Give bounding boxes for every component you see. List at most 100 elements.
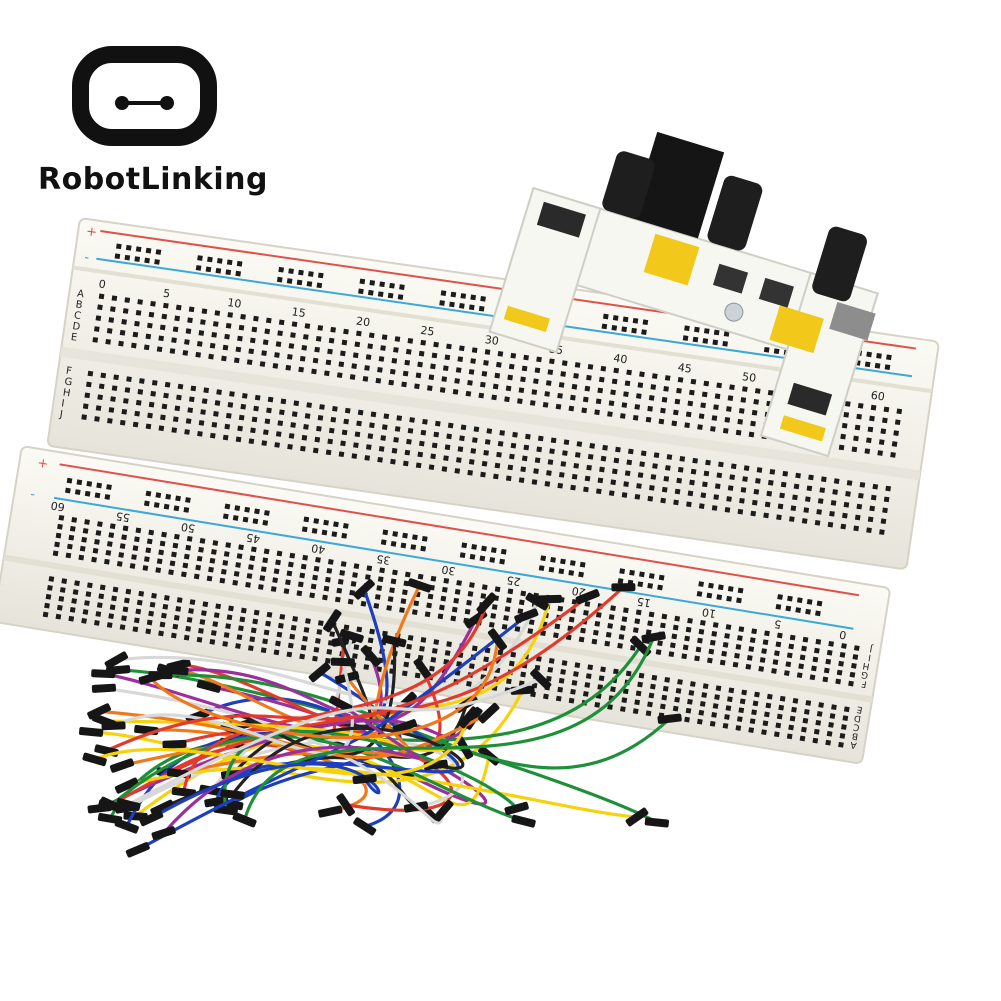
positive-rail-line (59, 463, 860, 597)
column-number: 40 (310, 541, 326, 556)
wire-connector (125, 842, 150, 858)
wire-connector (101, 721, 126, 731)
row-label: B (851, 730, 859, 741)
column-number: 50 (180, 520, 196, 535)
jumper-wire (242, 635, 656, 822)
wire-connector (352, 773, 377, 785)
wire-connector (641, 631, 666, 643)
brand-logo: RobotLinking (30, 40, 270, 210)
wire-connector (220, 789, 245, 800)
wire-connector (139, 810, 164, 827)
column-number: 45 (245, 531, 261, 546)
column-number: 30 (484, 333, 500, 348)
jumper-wire (125, 765, 639, 819)
row-label: F (65, 366, 73, 378)
brand-name: RobotLinking (38, 162, 268, 197)
column-number: 55 (115, 509, 131, 524)
wire-connector (353, 579, 375, 600)
header-block (643, 233, 700, 286)
wire-connector (413, 658, 433, 681)
row-label: B (75, 299, 83, 311)
row-label: I (61, 398, 65, 409)
wire-connector (232, 812, 257, 828)
jumper-wire (149, 762, 381, 820)
column-number: 45 (677, 361, 693, 376)
column-number: 5 (773, 617, 782, 631)
wire-connector (407, 578, 432, 593)
jumper-wire (126, 677, 543, 807)
header-block (769, 305, 824, 354)
wire-connector (308, 662, 331, 683)
wire-connector (458, 706, 479, 729)
jumper-wire (111, 660, 354, 756)
wire-connector (525, 592, 549, 611)
wire-connector (91, 683, 117, 693)
jumper-wire (149, 638, 500, 740)
column-number: 15 (291, 305, 307, 320)
jumper-wire (162, 702, 421, 835)
jumper-wire (109, 734, 526, 823)
wire-connector (164, 665, 189, 676)
column-number: 30 (441, 563, 457, 578)
column-number: 60 (50, 499, 66, 514)
column-number: 25 (506, 573, 522, 588)
row-label: C (853, 721, 861, 732)
row-label: J (869, 643, 874, 653)
wire-connector (196, 679, 222, 693)
column-number: 20 (355, 315, 371, 330)
wire-connector (611, 583, 636, 592)
wire-connector (114, 777, 139, 794)
wire-connector (87, 703, 111, 720)
switch-housing (787, 382, 833, 416)
led (724, 302, 744, 322)
jumper-wire (102, 686, 446, 825)
wire-connector (330, 657, 355, 667)
wire-connector (476, 592, 497, 615)
robot-link-icon (72, 46, 217, 146)
jumper-wire (158, 673, 672, 770)
wire-connector (487, 628, 507, 651)
wire-connector (104, 651, 129, 669)
row-label: D (72, 321, 81, 333)
switch-housing (536, 201, 586, 238)
row-label: A (849, 739, 858, 750)
wire-connector (478, 702, 500, 724)
wire-connector (530, 668, 552, 690)
capacitor (707, 175, 763, 251)
wire-connector (625, 807, 649, 827)
row-label: I (868, 652, 872, 662)
row-label: G (64, 377, 73, 389)
wire-connector (336, 793, 355, 817)
wire-connector (657, 713, 682, 724)
wire-connector (116, 798, 141, 811)
header-pin (779, 415, 827, 442)
jumper-wire (230, 726, 465, 796)
row-label: J (58, 409, 63, 420)
wire-connector (323, 609, 342, 633)
wire-connector (138, 671, 163, 685)
column-number: 10 (227, 296, 243, 311)
row-label: A (76, 288, 84, 300)
wire-connector (360, 645, 381, 667)
row-label: H (862, 660, 870, 671)
regulator-chip (712, 263, 749, 294)
row-label: G (860, 669, 869, 680)
jumper-wire (214, 724, 460, 804)
row-label: C (73, 310, 81, 322)
wire-connector (109, 758, 135, 773)
column-number: 35 (375, 552, 391, 567)
row-label: D (853, 712, 862, 723)
wire-connector (328, 695, 353, 713)
capacitor (812, 226, 867, 302)
power-supply-module (488, 131, 879, 458)
rail-minus-label: - (83, 250, 90, 266)
wire-connector (99, 796, 124, 813)
wire-connector (78, 727, 104, 737)
negative-rail-line (53, 496, 854, 630)
wire-connector (575, 589, 600, 605)
wire-connector (151, 826, 176, 841)
wire-connector (114, 818, 139, 834)
jumper-wire (182, 601, 489, 794)
